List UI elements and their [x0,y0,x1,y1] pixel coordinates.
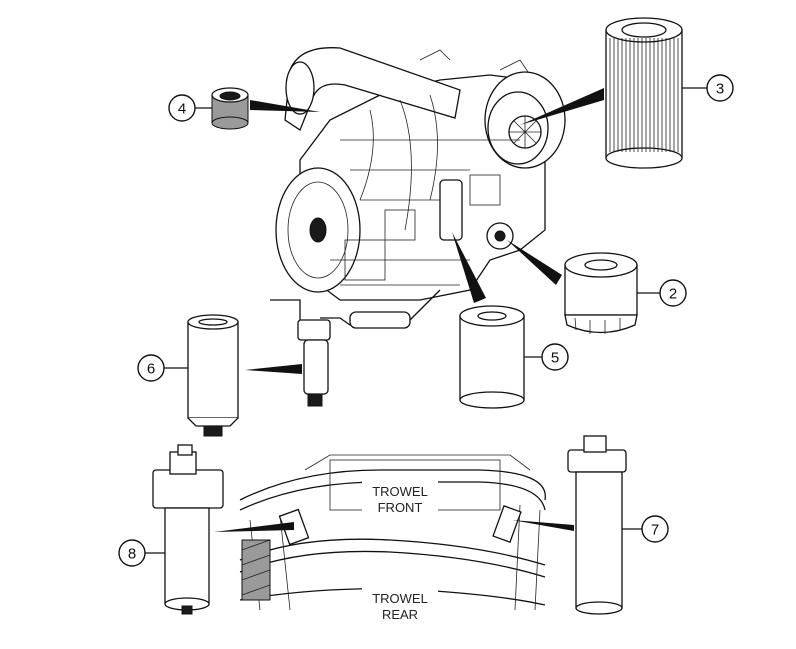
oil-filter [564,252,638,334]
callout-5: 5 [541,343,569,371]
callout-8: 8 [118,539,146,567]
callout-7: 7 [641,515,669,543]
callout-4: 4 [168,94,196,122]
callout-8-number: 8 [128,546,136,563]
callout-3-number: 3 [716,81,724,98]
callout-6: 6 [137,354,165,382]
callout-leaders [145,87,708,554]
callout-5-number: 5 [551,350,559,367]
breather-filter [211,87,249,130]
fuel-filter [459,305,525,409]
trowel-rear-label-line2: REAR [382,607,418,622]
fuel-water-separator-element [187,314,239,437]
callout-4-number: 4 [178,101,186,118]
engine-illustration [270,47,566,329]
pointer-wedges [214,88,604,532]
callout-6-number: 6 [147,361,155,378]
trowel-rear-label-line1: TROWEL [372,591,428,606]
fuel-water-separator-installed [297,319,331,407]
callout-7-number: 7 [651,522,659,539]
hydraulic-filter-left [152,444,224,615]
hydraulic-filter-right [567,435,627,615]
callout-3: 3 [706,74,734,102]
callout-2-number: 2 [669,286,677,303]
trowel-front-label-line1: TROWEL [372,484,428,499]
trowel-frame [239,454,546,626]
callout-2: 2 [659,279,687,307]
air-filter-element [605,17,683,169]
trowel-front-label-line2: FRONT [378,500,423,515]
